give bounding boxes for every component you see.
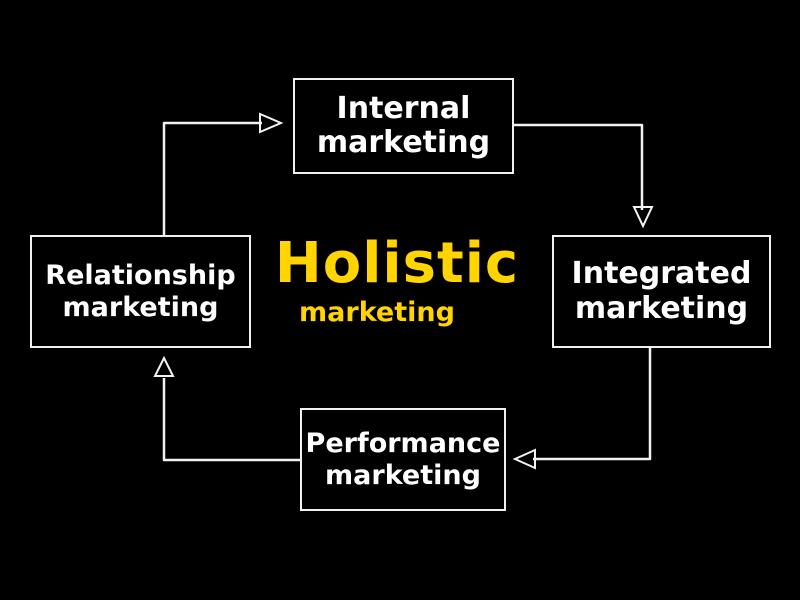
node-internal-line1: Internal bbox=[336, 90, 471, 126]
node-performance-line1: Performance bbox=[305, 428, 501, 460]
arrowhead-relationship bbox=[153, 355, 175, 377]
node-relationship-marketing: Relationship marketing bbox=[30, 235, 251, 348]
edge-performance-to-relationship bbox=[162, 378, 300, 462]
node-relationship-line2: marketing bbox=[62, 291, 219, 323]
center-label: Holistic marketing bbox=[262, 236, 532, 328]
edge-relationship-to-internal bbox=[162, 121, 262, 235]
node-integrated-line1: Integrated bbox=[571, 256, 752, 291]
node-performance-line2: marketing bbox=[325, 459, 481, 491]
node-integrated-marketing: Integrated marketing bbox=[552, 235, 771, 348]
node-integrated-line2: marketing bbox=[574, 290, 749, 326]
edge-integrated-to-performance bbox=[533, 348, 652, 461]
arrowhead-performance bbox=[512, 448, 536, 470]
node-internal-line2: marketing bbox=[316, 125, 491, 160]
arrowhead-internal bbox=[259, 112, 284, 134]
edge-internal-to-integrated bbox=[514, 123, 644, 210]
arrowhead-integrated bbox=[632, 206, 654, 229]
node-relationship-line1: Relationship bbox=[45, 260, 236, 292]
node-performance-marketing: Performance marketing bbox=[300, 408, 506, 511]
center-title: Holistic bbox=[274, 231, 520, 296]
center-subtitle: marketing bbox=[299, 297, 455, 328]
node-internal-marketing: Internal marketing bbox=[293, 78, 514, 174]
